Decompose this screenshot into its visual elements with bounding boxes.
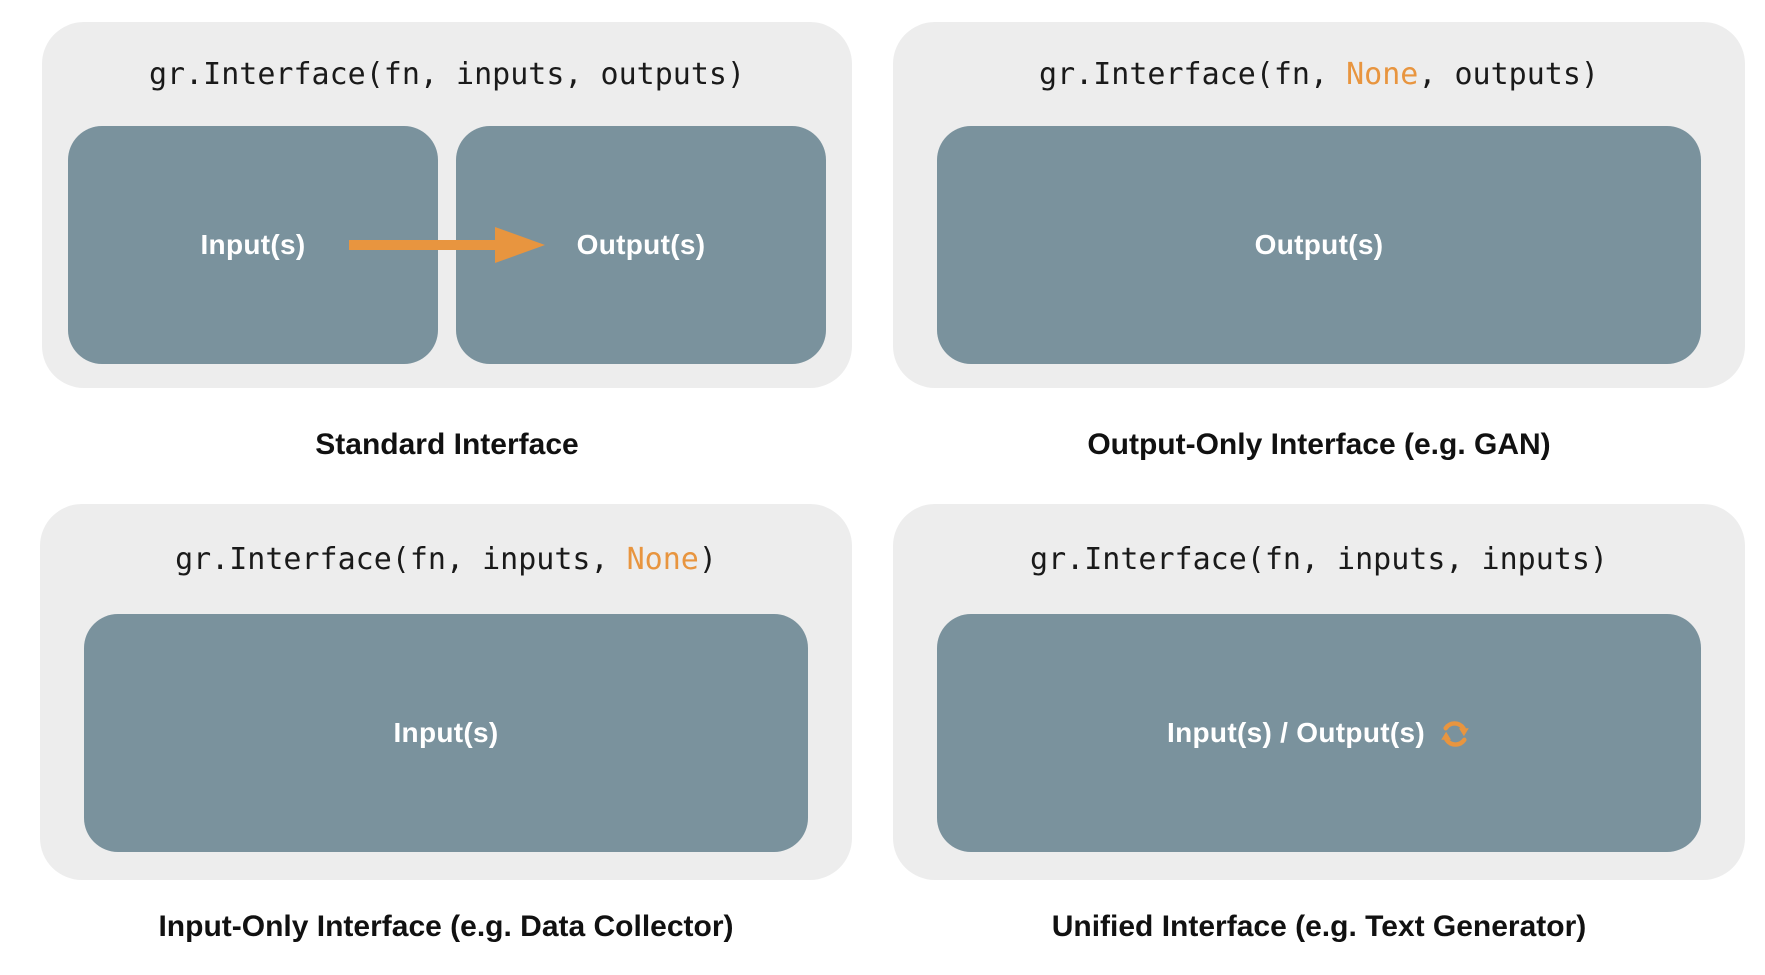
- code-text: gr.Interface(fn, inputs,: [175, 541, 627, 577]
- inputs-box-label: Input(s): [393, 717, 499, 748]
- code-text: gr.Interface(fn,: [1039, 56, 1347, 92]
- io-box-row: Input(s) / Output(s): [937, 614, 1701, 852]
- input-only-card: gr.Interface(fn, inputs, None) Input(s): [40, 504, 852, 880]
- panel-input-only-interface: gr.Interface(fn, inputs, None) Input(s) …: [40, 504, 852, 944]
- code-text: , outputs): [1418, 56, 1599, 92]
- panel-standard-interface: gr.Interface(fn, inputs, outputs) Input(…: [42, 22, 852, 462]
- code-text: gr.Interface(fn, inputs, inputs): [1030, 541, 1608, 577]
- io-box-row: Input(s) Output(s): [68, 126, 826, 364]
- panel-output-only-interface: gr.Interface(fn, None, outputs) Output(s…: [893, 22, 1745, 462]
- code-line-standard: gr.Interface(fn, inputs, outputs): [42, 22, 852, 126]
- outputs-box: Output(s): [937, 126, 1701, 364]
- code-highlight-none: None: [1346, 56, 1419, 92]
- panel-unified-interface: gr.Interface(fn, inputs, inputs) Input(s…: [893, 504, 1745, 944]
- standard-interface-card: gr.Interface(fn, inputs, outputs) Input(…: [42, 22, 852, 388]
- inputs-box-label: Input(s): [200, 229, 306, 260]
- outputs-box-label: Output(s): [576, 229, 706, 260]
- io-box-row: Input(s): [84, 614, 808, 852]
- code-text: ): [698, 541, 717, 577]
- panel-caption: Input-Only Interface (e.g. Data Collecto…: [158, 910, 734, 943]
- panel-caption: Unified Interface (e.g. Text Generator): [1051, 910, 1587, 943]
- unified-io-box: Input(s) / Output(s): [937, 614, 1701, 852]
- code-line-unified: gr.Interface(fn, inputs, inputs): [893, 504, 1745, 614]
- panel-caption: Standard Interface: [315, 428, 579, 461]
- code-line-input-only: gr.Interface(fn, inputs, None): [40, 504, 852, 614]
- unified-card: gr.Interface(fn, inputs, inputs) Input(s…: [893, 504, 1745, 880]
- panel-caption: Output-Only Interface (e.g. GAN): [1087, 428, 1551, 461]
- unified-box-label: Input(s) / Output(s): [1167, 717, 1425, 748]
- outputs-box: Output(s): [456, 126, 826, 364]
- sync-icon: [1441, 721, 1469, 747]
- inputs-box: Input(s): [68, 126, 438, 364]
- outputs-box-label: Output(s): [1254, 229, 1384, 260]
- inputs-box: Input(s): [84, 614, 808, 852]
- output-only-card: gr.Interface(fn, None, outputs) Output(s…: [893, 22, 1745, 388]
- code-line-output-only: gr.Interface(fn, None, outputs): [893, 22, 1745, 126]
- code-text: gr.Interface(fn, inputs, outputs): [148, 56, 746, 92]
- code-highlight-none: None: [626, 541, 699, 577]
- io-box-row: Output(s): [937, 126, 1701, 364]
